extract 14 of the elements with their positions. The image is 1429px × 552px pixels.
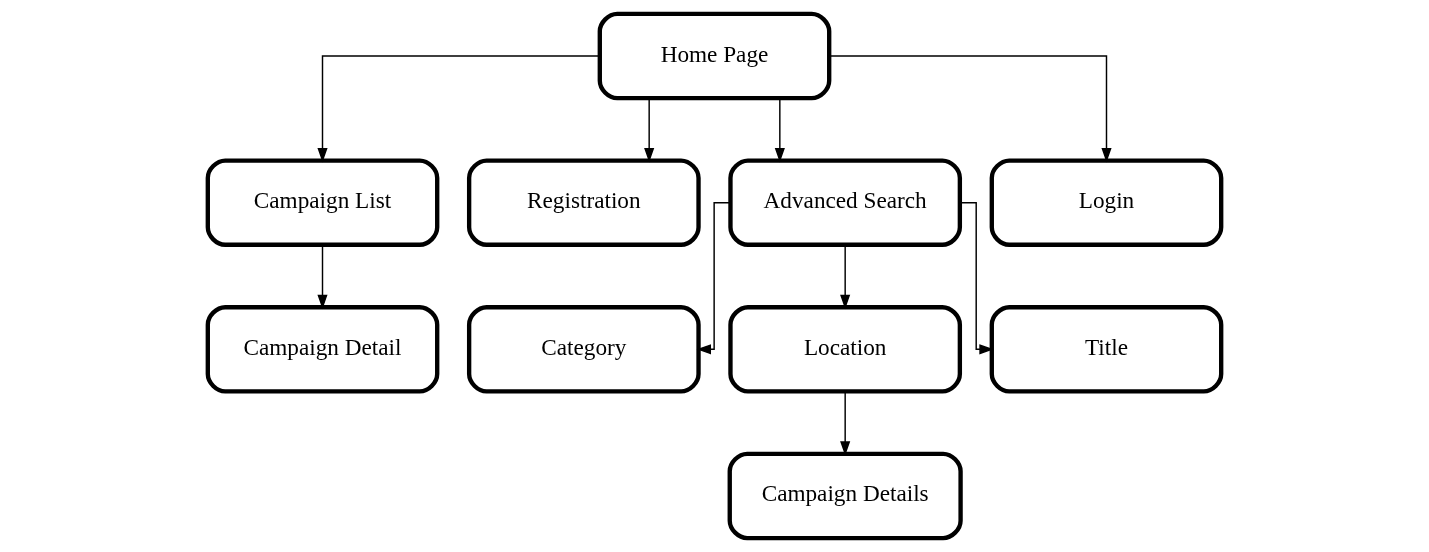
arrow [828,55,1112,163]
node-box: Campaign Details [727,451,963,541]
node-box: Campaign Detail [205,305,440,394]
arrow [317,55,601,163]
arrow [644,97,655,163]
node-box: Title [989,305,1224,394]
node-box: Registration [466,158,701,247]
node-box: Category [466,305,701,394]
node-box: Advanced Search [728,158,963,247]
arrow [774,97,785,163]
node-box: Home Page [597,11,832,101]
node-box: Campaign List [205,158,440,247]
node-box: Login [989,158,1224,247]
node-box: Location [728,305,963,394]
